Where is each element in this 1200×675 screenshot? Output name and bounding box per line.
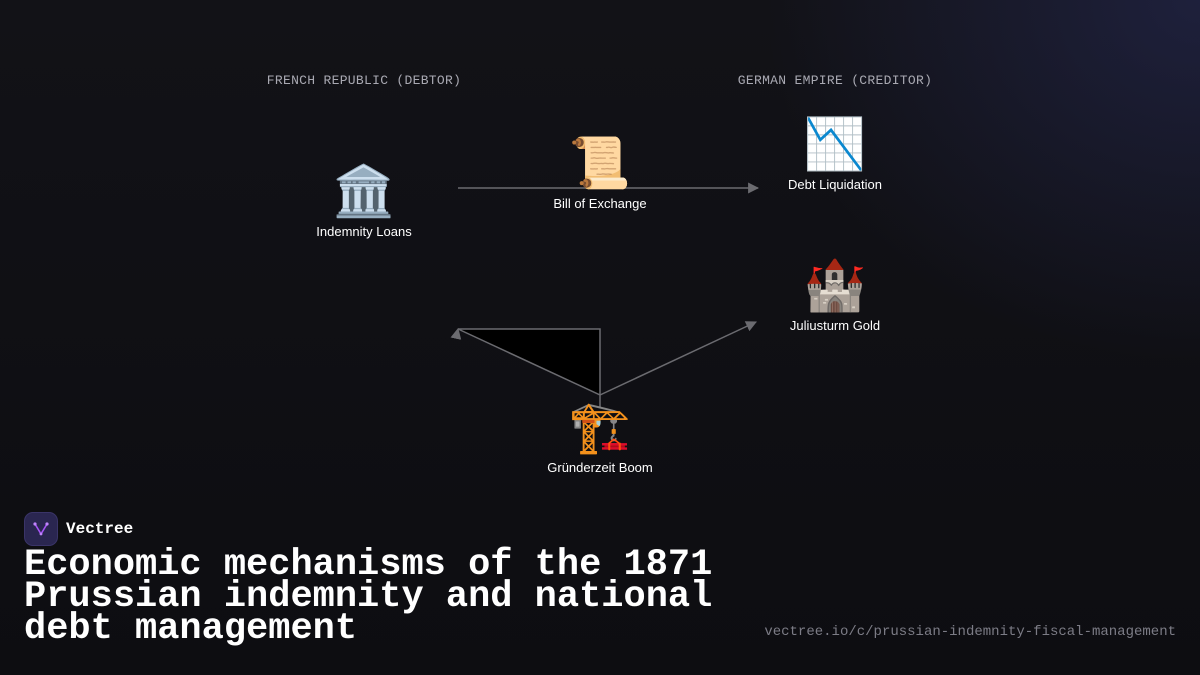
node-bill-of-exchange[interactable]: 📜 Bill of Exchange — [480, 134, 720, 211]
node-indemnity-loans[interactable]: 🏛️ Indemnity Loans — [244, 162, 484, 239]
node-label: Indemnity Loans — [316, 224, 412, 239]
node-label: Juliusturm Gold — [789, 318, 881, 333]
lane-label-french-republic: FRENCH REPUBLIC (DEBTOR) — [266, 73, 462, 88]
source-url[interactable]: vectree.io/c/prussian-indemnity-fiscal-m… — [764, 624, 1176, 640]
brand-name: Vectree — [66, 520, 134, 538]
edge-indemnity-to-grunderzeit — [458, 329, 601, 408]
node-juliusturm-gold[interactable]: 🏰 Juliusturm Gold — [715, 256, 955, 333]
node-label: Gründerzeit Boom — [547, 460, 653, 475]
node-label: Bill of Exchange — [553, 196, 647, 211]
lane-label-german-empire: GERMAN EMPIRE (CREDITOR) — [737, 73, 933, 88]
scroll-icon: 📜 — [568, 134, 632, 192]
chart-decreasing-icon: 📉 — [803, 115, 867, 173]
construction-crane-icon: 🏗️ — [568, 398, 632, 456]
node-label: Debt Liquidation — [788, 177, 882, 192]
brand: Vectree — [24, 512, 133, 546]
page-title: Economic mechanisms of the 1871 Prussian… — [24, 544, 713, 650]
castle-icon: 🏰 — [803, 256, 867, 314]
node-debt-liquidation[interactable]: 📉 Debt Liquidation — [715, 115, 955, 192]
node-grunderzeit-boom[interactable]: 🏗️ Gründerzeit Boom — [480, 398, 720, 475]
vectree-logo-icon — [24, 512, 58, 546]
classical-building-icon: 🏛️ — [332, 162, 396, 220]
edge-grunderzeit-to-juliusturm — [599, 321, 757, 396]
